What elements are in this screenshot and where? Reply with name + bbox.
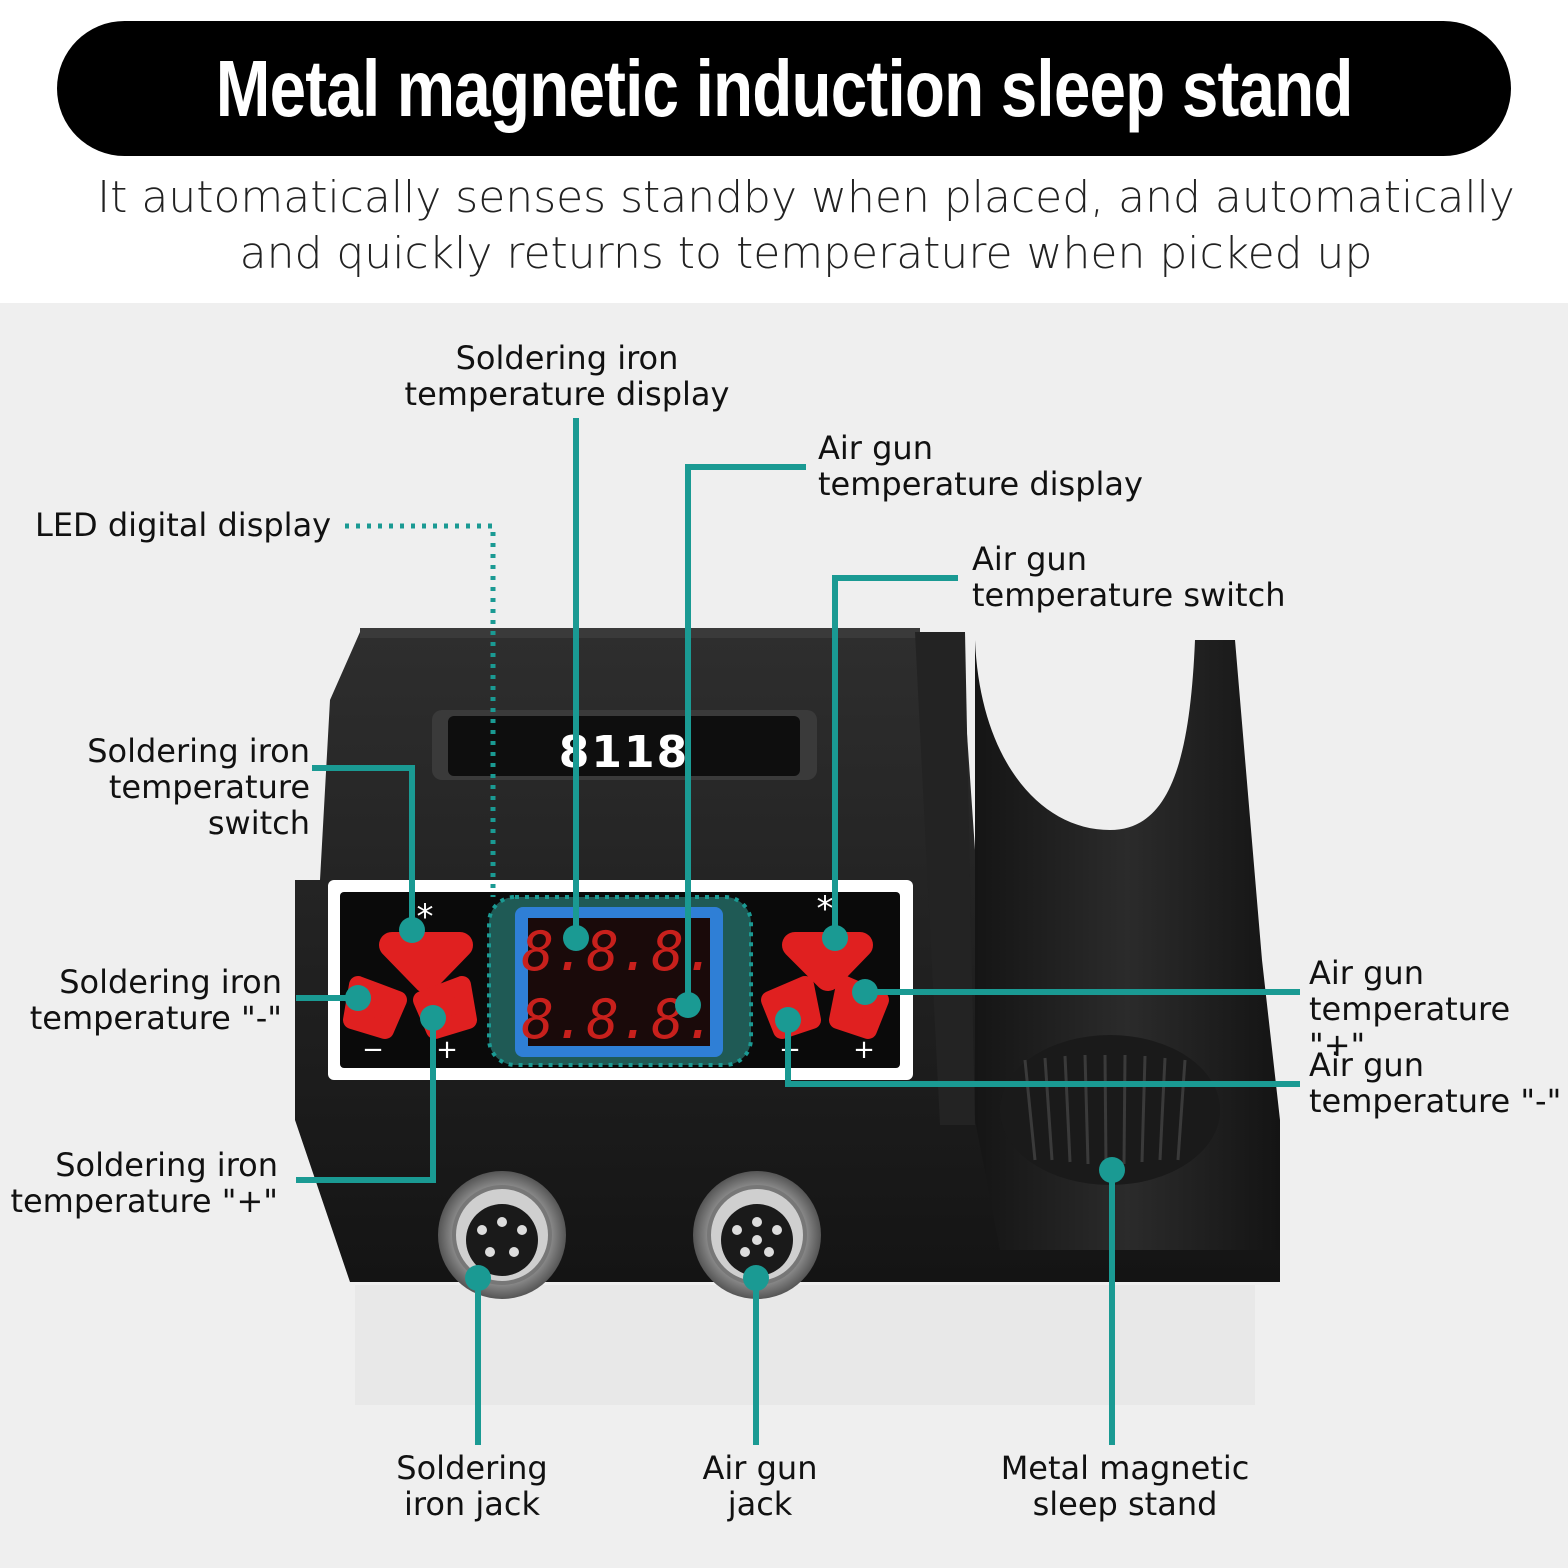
iron-temperature-switch-button — [379, 932, 473, 993]
label-metal-magnetic-sleep-stand: Metal magnetic sleep stand — [1000, 1449, 1250, 1523]
label-iron-temperature-minus: Soldering iron temperature "-" — [29, 963, 282, 1037]
marker-iron-minus — [345, 985, 371, 1011]
cradle-grip-ridges — [1023, 1054, 1187, 1166]
label-iron-temperature-plus: Soldering iron temperature "+" — [10, 1146, 278, 1220]
page-title: Metal magnetic induction sleep stand — [215, 43, 1354, 133]
marker-iron-plus — [420, 1005, 446, 1031]
iron-plus-symbol: + — [436, 1035, 458, 1065]
marker-sleep-stand — [1099, 1157, 1125, 1183]
page-subtitle: It automatically senses standby when pla… — [97, 172, 1515, 279]
led-display-screen — [528, 918, 710, 1046]
leader-air-minus — [785, 1020, 1300, 1087]
floor-reflection — [355, 1285, 1255, 1405]
marker-iron-display — [563, 925, 589, 951]
label-led-digital-display: LED digital display — [35, 506, 332, 544]
label-iron-temperature-switch: Soldering iron temperature switch — [87, 732, 310, 842]
label-air-gun-temperature-plus: Air gun temperature "+" — [1309, 954, 1511, 1064]
air-plus-symbol: + — [853, 1035, 875, 1065]
leader-air-switch — [832, 575, 958, 938]
iron-minus-symbol: − — [362, 1035, 384, 1065]
top-vent — [360, 628, 920, 638]
leader-iron-switch — [312, 765, 415, 930]
marker-air-display — [675, 992, 701, 1018]
leader-iron-plus — [296, 1018, 436, 1183]
iron-temperature-digits: 8.8.8. — [521, 920, 716, 983]
marker-iron-switch — [399, 917, 425, 943]
marker-air-minus — [775, 1007, 801, 1033]
marker-air-switch — [822, 925, 848, 951]
label-air-gun-temperature-display: Air gun temperature display — [818, 429, 1143, 503]
leader-air-display — [685, 464, 806, 1005]
model-number: 8118 — [559, 727, 689, 778]
marker-air-jack — [743, 1265, 769, 1291]
label-air-gun-temperature-switch: Air gun temperature switch — [972, 540, 1286, 614]
air-switch-symbol: * — [817, 889, 834, 929]
title-banner: Metal magnetic induction sleep stand — [57, 21, 1511, 156]
label-soldering-iron-jack: Soldering iron jack — [396, 1449, 548, 1523]
marker-iron-jack — [465, 1265, 491, 1291]
label-iron-temperature-display: Soldering iron temperature display — [404, 339, 730, 413]
cradle-housing — [915, 632, 975, 1125]
soldering-iron-jack-connector — [438, 1171, 566, 1299]
air-gun-temperature-switch-button — [782, 932, 873, 991]
label-air-gun-temperature-minus: Air gun temperature "-" — [1309, 1046, 1562, 1120]
marker-air-plus — [852, 979, 878, 1005]
label-air-gun-jack: Air gun jack — [702, 1449, 818, 1523]
